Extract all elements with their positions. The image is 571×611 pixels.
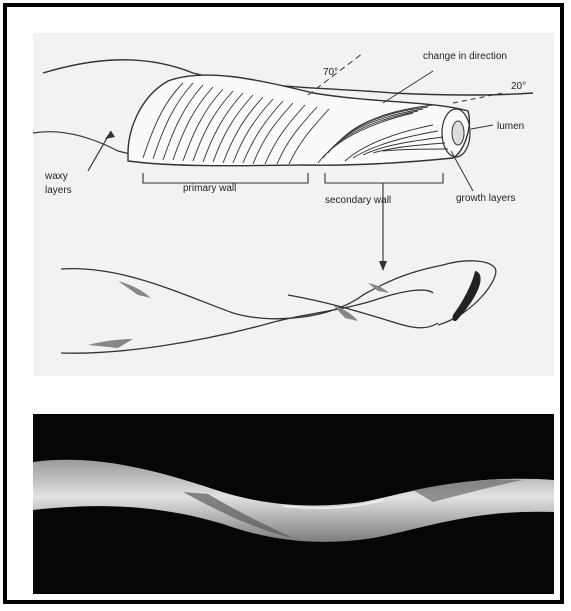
twisted-fiber-lumen (452, 271, 480, 321)
down-arrowhead (379, 261, 387, 271)
lumen-label: lumen (497, 121, 524, 132)
micrograph-svg (33, 414, 554, 594)
change-direction-pointer (383, 71, 433, 103)
lumen (452, 121, 464, 145)
twist-shade-1 (118, 281, 151, 298)
lumen-pointer (471, 125, 493, 129)
fiber-diagram-svg: 70° 20° change in direction lumen waxy l… (33, 33, 554, 376)
twist-shade-4 (368, 283, 389, 293)
growth-layers-label: growth layers (456, 193, 515, 204)
secondary-wall-bracket (325, 173, 443, 183)
fiber-micrograph (33, 414, 554, 594)
primary-wall-label: primary wall (183, 183, 236, 194)
twist-shade-2 (88, 339, 133, 348)
waxy-layers-label-1: waxy (44, 171, 68, 182)
secondary-wall-label: secondary wall (325, 195, 391, 206)
primary-wall-bracket (143, 173, 308, 183)
change-in-direction-label: change in direction (423, 51, 507, 62)
growth-layers-pointer (451, 151, 473, 191)
fiber-structure-diagram: 70° 20° change in direction lumen waxy l… (33, 33, 554, 376)
angle-70-label: 70° (323, 67, 338, 78)
angle-20-label: 20° (511, 81, 526, 92)
twisted-fiber (33, 460, 554, 542)
waxy-layers-label-2: layers (45, 185, 72, 196)
